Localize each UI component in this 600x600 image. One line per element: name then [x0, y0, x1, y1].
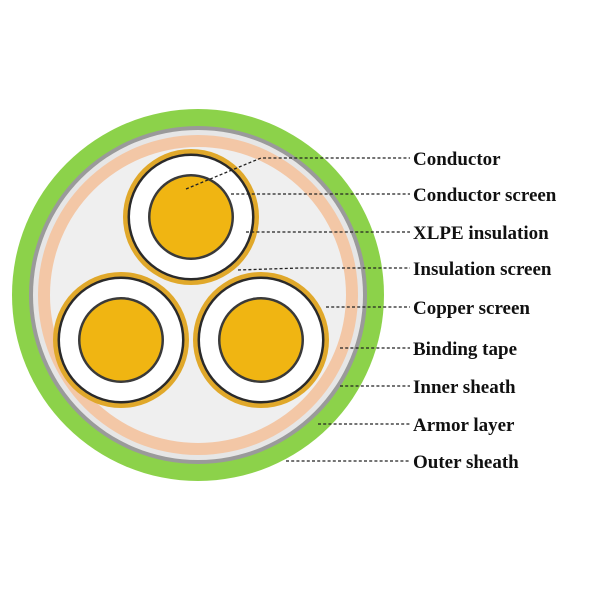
core-right-conductor — [220, 299, 302, 381]
leader-conductor — [185, 157, 410, 190]
core-top-conductor — [150, 176, 232, 258]
label-binding-tape: Binding tape — [413, 339, 517, 360]
core-left — [53, 272, 189, 408]
core-right — [193, 272, 329, 408]
label-armor-layer: Armor layer — [413, 415, 515, 436]
label-conductor-screen: Conductor screen — [413, 185, 557, 206]
label-inner-sheath: Inner sheath — [413, 377, 516, 398]
labels: Conductor Conductor screen XLPE insulati… — [413, 149, 557, 473]
label-xlpe-insulation: XLPE insulation — [413, 223, 549, 244]
leader-lines — [185, 157, 410, 462]
label-outer-sheath: Outer sheath — [413, 452, 519, 473]
core-left-conductor — [80, 299, 162, 381]
leader-insulation-screen — [237, 267, 410, 271]
label-copper-screen: Copper screen — [413, 298, 530, 319]
label-conductor: Conductor — [413, 149, 501, 170]
core-top — [123, 149, 259, 285]
label-insulation-screen: Insulation screen — [413, 259, 552, 280]
